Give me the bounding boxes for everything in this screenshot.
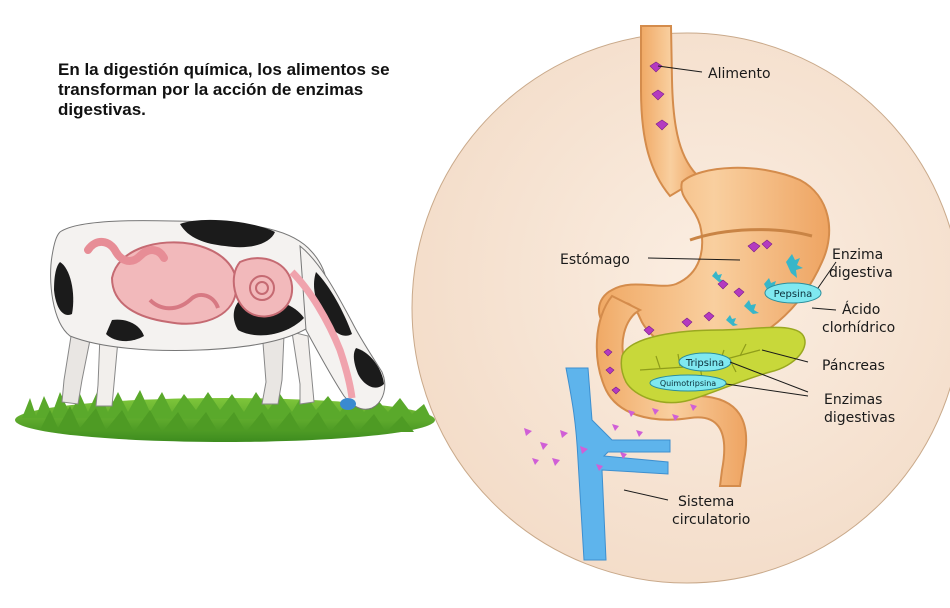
label-alimento: Alimento: [708, 66, 771, 82]
nutrient-triangles: [524, 404, 697, 471]
pepsina-label: Pepsina: [774, 289, 813, 300]
leader-lines: [623, 65, 837, 501]
cow-digestive-tract: [84, 238, 356, 399]
pepsina-tag: Pepsina: [764, 282, 822, 304]
label-acido-2: clorhídrico: [822, 320, 895, 336]
label-enzima-1: Enzima: [832, 247, 883, 263]
label-pancreas: Páncreas: [822, 358, 885, 374]
tripsina-tag: Tripsina: [678, 352, 732, 372]
digestion-circle: Pepsina Tripsina Quimotripsina: [411, 25, 950, 584]
quimotripsina-tag: Quimotripsina: [649, 374, 727, 392]
stomach: [598, 166, 831, 356]
food-particles: [603, 61, 773, 395]
label-estomago: Estómago: [560, 252, 630, 268]
blood-vessel: [565, 367, 671, 561]
label-acido-1: Ácido: [842, 301, 880, 318]
label-enzimas-1: Enzimas: [824, 392, 882, 408]
intro-text: En la digestión química, los alimentos s…: [58, 60, 390, 119]
tripsina-label: Tripsina: [685, 358, 724, 369]
label-enzima-2: digestiva: [829, 265, 893, 281]
grass: [15, 390, 435, 442]
label-enzimas-2: digestivas: [824, 410, 895, 426]
quimotripsina-label: Quimotripsina: [660, 379, 716, 388]
cow-illustration: [15, 219, 435, 442]
label-sistema-1: Sistema: [678, 494, 734, 510]
label-sistema-2: circulatorio: [672, 512, 750, 528]
